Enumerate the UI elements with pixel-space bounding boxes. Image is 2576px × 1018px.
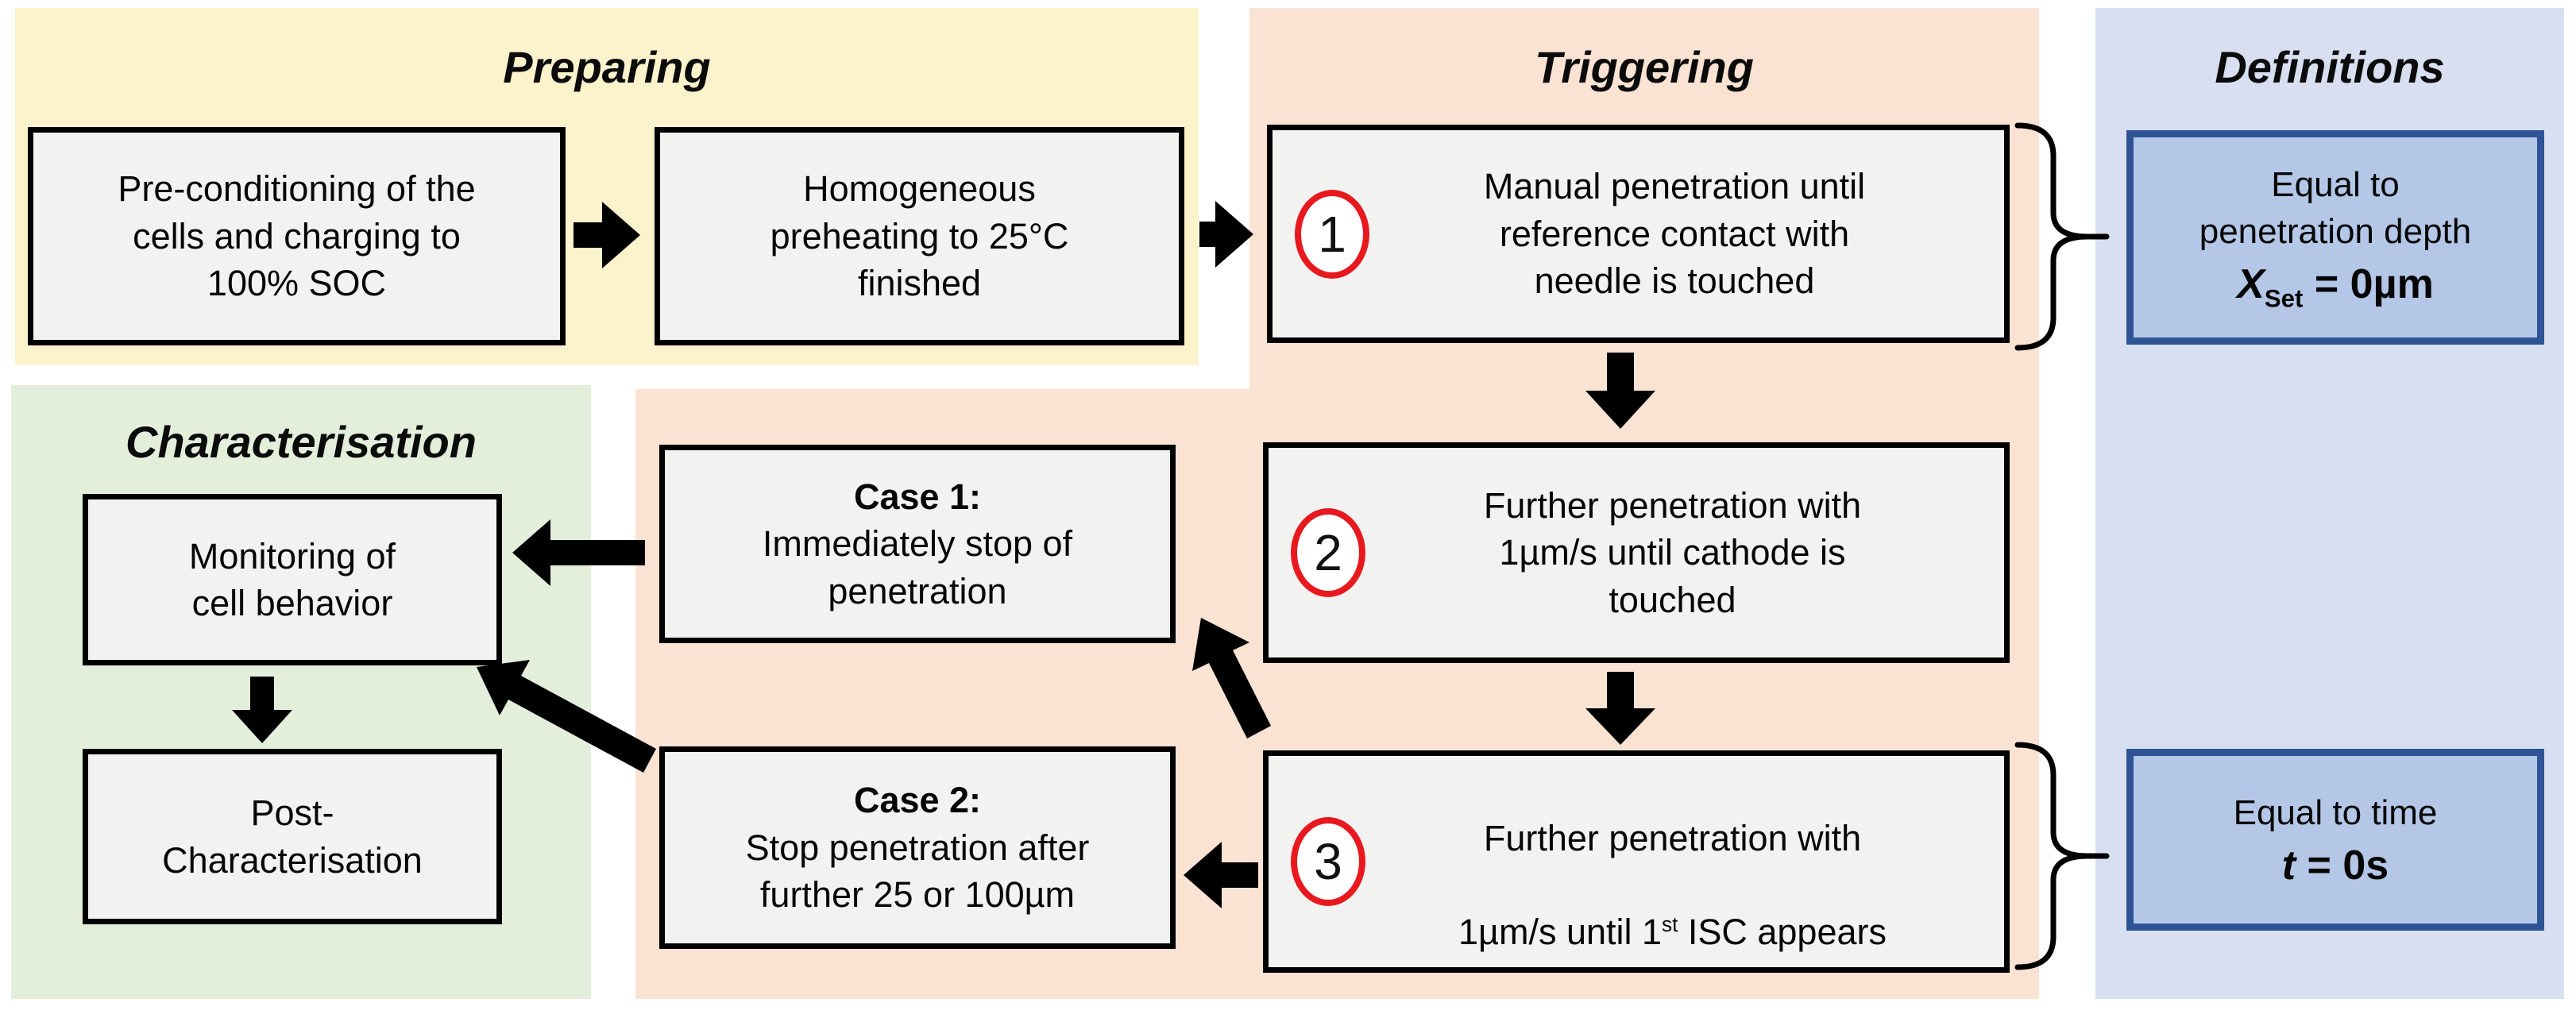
step2-box: 2 Further penetration with 1µm/s until c… xyxy=(1263,442,2010,663)
step3-number-badge: 3 xyxy=(1291,817,1365,906)
step3-text: Further penetration with 1µm/s until 1st… xyxy=(1458,767,1887,956)
definitions-title: Definitions xyxy=(2215,42,2445,92)
post-characterisation-box: Post- Characterisation xyxy=(83,749,502,924)
def-depth-equation: XSet = 0µm xyxy=(2237,260,2434,313)
step1-text: Manual penetration until reference conta… xyxy=(1483,166,1866,302)
characterisation-title: Characterisation xyxy=(126,417,477,467)
def-depth-line1: Equal to xyxy=(2271,164,2400,204)
monitoring-text: Monitoring of cell behavior xyxy=(188,535,396,623)
case2-text: Stop penetration after further 25 or 100… xyxy=(745,827,1090,916)
step2-number-badge: 2 xyxy=(1291,508,1365,597)
arrow-preheating-to-step1 xyxy=(1199,201,1253,268)
case1-text: Immediately stop of penetration xyxy=(762,523,1073,611)
preheating-text: Homogeneous preheating to 25°C finished xyxy=(770,168,1069,304)
preheating-box: Homogeneous preheating to 25°C finished xyxy=(655,127,1184,345)
def-time-line1: Equal to time xyxy=(2233,793,2438,833)
case1-title: Case 1: xyxy=(853,476,982,517)
case1-box: Case 1: Immediately stop of penetration xyxy=(659,445,1176,643)
definition-penetration-depth-box: Equal to penetration depth XSet = 0µm xyxy=(2126,130,2544,345)
preparing-title: Preparing xyxy=(503,42,711,92)
monitoring-box: Monitoring of cell behavior xyxy=(83,494,502,665)
def-time-equation: t = 0s xyxy=(2281,842,2389,889)
definition-time-box: Equal to time t = 0s xyxy=(2126,749,2544,931)
triggering-title: Triggering xyxy=(1535,42,1754,92)
step1-number-badge: 1 xyxy=(1295,189,1369,279)
step1-box: 1 Manual penetration until reference con… xyxy=(1267,125,2010,343)
step3-line1: Further penetration with xyxy=(1483,817,1862,858)
post-characterisation-text: Post- Characterisation xyxy=(162,792,423,881)
def-depth-line2: penetration depth xyxy=(2199,211,2472,251)
preconditioning-box: Pre-conditioning of the cells and chargi… xyxy=(28,127,566,345)
step2-text: Further penetration with 1µm/s until cat… xyxy=(1483,484,1862,620)
case2-title: Case 2: xyxy=(853,780,982,821)
case2-box: Case 2: Stop penetration after further 2… xyxy=(659,746,1176,949)
step3-box: 3 Further penetration with 1µm/s until 1… xyxy=(1263,750,2010,973)
step3-line2: 1µm/s until 1st ISC appears xyxy=(1458,912,1887,953)
preconditioning-text: Pre-conditioning of the cells and chargi… xyxy=(118,168,476,304)
